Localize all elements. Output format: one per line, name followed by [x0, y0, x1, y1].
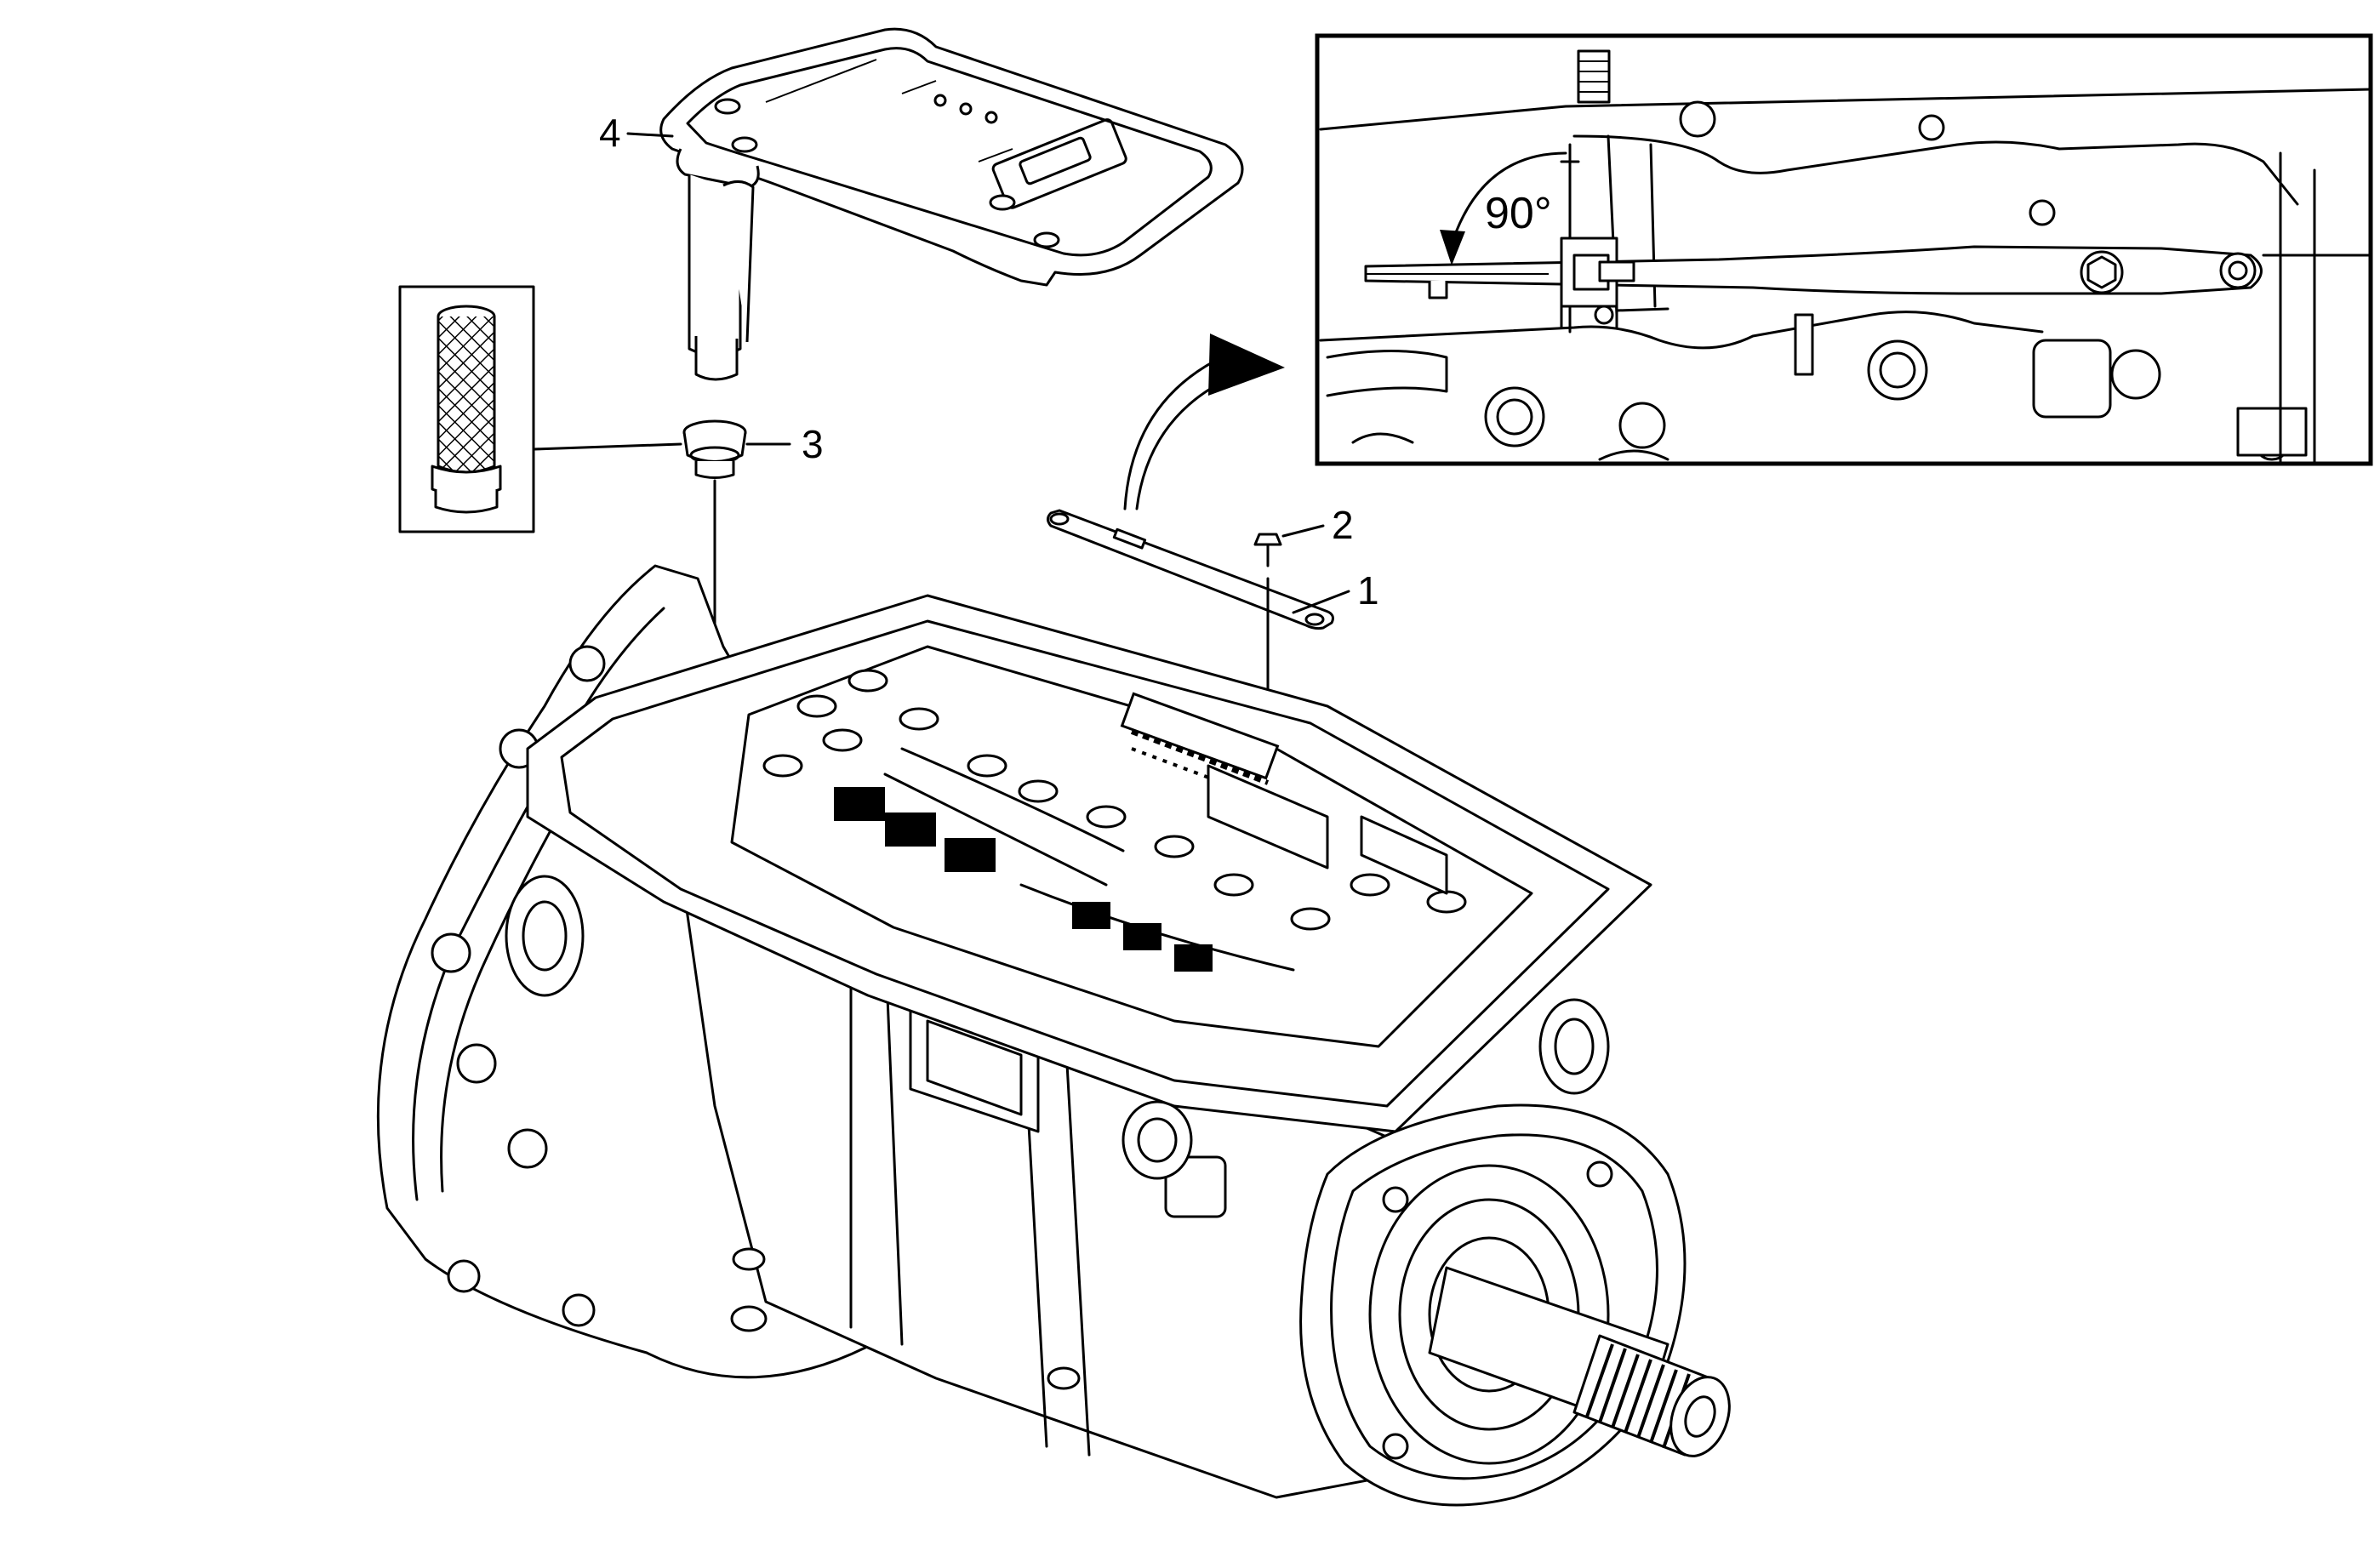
seal-item-3: [682, 419, 747, 479]
callout-label-2: 2: [1332, 503, 1354, 547]
callout-leader-2: [1281, 524, 1325, 538]
detail-arrow: [1123, 334, 1285, 510]
actuator-rod-item-1: [1047, 509, 1334, 630]
filter-detail-frame: [398, 285, 535, 533]
callout-label-3: 3: [802, 422, 824, 466]
bolt-item-2: [1253, 533, 1282, 567]
filter-leader-line: [532, 442, 682, 451]
angle-detail-inset: 90°: [1315, 33, 2373, 466]
filter-screen-detail: [398, 285, 682, 533]
callout-3: 3: [745, 422, 824, 466]
callout-leader-1: [1292, 590, 1350, 614]
transmission-assembly: [376, 564, 1731, 1507]
callout-4: 4: [599, 111, 674, 155]
callout-leader-4: [626, 132, 674, 138]
callout-1: 1: [1292, 568, 1379, 614]
inset-frame: [1315, 33, 2373, 466]
angle-label: 90°: [1485, 189, 1552, 238]
callout-label-4: 4: [599, 111, 621, 155]
filter-assembly-item-4: [659, 27, 1244, 381]
valve-body: [730, 645, 1533, 1048]
callout-2: 2: [1281, 503, 1354, 547]
output-shaft: [1428, 1266, 1731, 1457]
filter-screen-illustration: [431, 305, 502, 514]
callout-label-1: 1: [1357, 568, 1379, 613]
